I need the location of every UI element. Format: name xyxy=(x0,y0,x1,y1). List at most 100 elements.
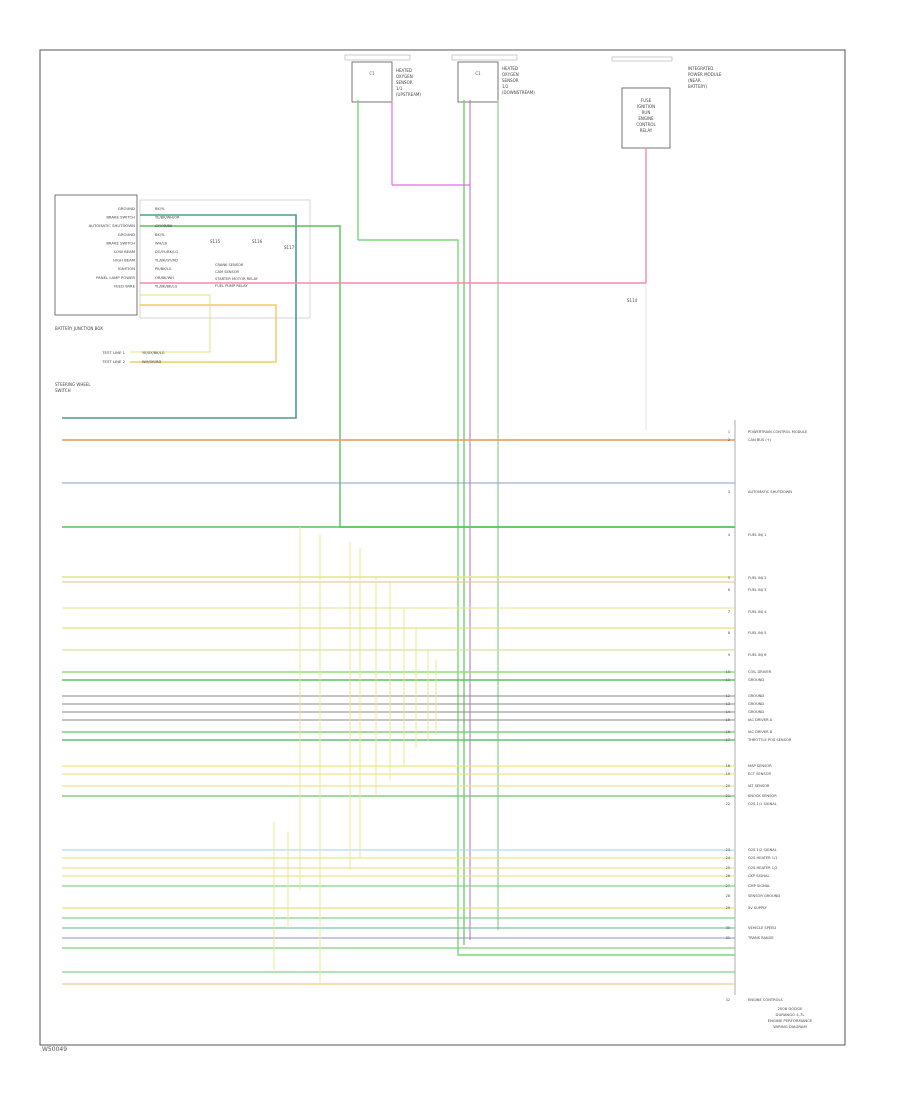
pcm-pin-label: FUEL INJ 6 xyxy=(748,653,767,657)
fuse-bracket xyxy=(611,56,673,62)
pcm-pin-number: 26 xyxy=(726,874,730,878)
sub-wire-label: WH/OR/RD xyxy=(142,360,162,364)
sensor-2-bracket xyxy=(451,54,518,61)
left-module-frame xyxy=(139,199,311,319)
sensor-1-label-line: SENSOR xyxy=(396,80,413,85)
pcm-pin-number: 15 xyxy=(726,718,730,722)
pcm-pin-number: 5 xyxy=(728,576,730,580)
pcm-pin-label: SENSOR GROUND xyxy=(748,894,780,898)
pcm-pin-label: FUEL INJ 3 xyxy=(748,588,766,592)
pcm-pin-label: O2S 1/1 SIGNAL xyxy=(748,802,777,806)
pcm-pin-number: 3 xyxy=(728,490,730,494)
pcm-pin-number: 19 xyxy=(726,772,730,776)
splice-label: S116 xyxy=(252,239,263,244)
pcm-pin-label: O2S HEATER 1/2 xyxy=(748,866,778,870)
pcm-pin-number: 7 xyxy=(728,610,730,614)
oxygen-sensor-1: C1 xyxy=(344,54,411,103)
sensor-1-ground xyxy=(358,239,735,956)
sub-wire-label: YE/GY/BK/LG xyxy=(142,351,165,355)
pcm-pin-number: 17 xyxy=(726,738,730,742)
sub-pin-label: TEST LINE 1 xyxy=(101,350,125,355)
left-note: FUEL PUMP RELAY xyxy=(215,284,248,288)
pcm-pin-number: 4 xyxy=(728,533,730,537)
sensor-1-bracket xyxy=(344,54,411,61)
sensor-1-label-line: HEATED xyxy=(396,68,412,73)
diagram-border xyxy=(39,49,846,1046)
left-module-box xyxy=(54,194,138,316)
pcm-pin-number: 32 xyxy=(726,998,730,1002)
pcm-pin-label: CKP SIGNAL xyxy=(748,874,769,878)
svg-text:C1: C1 xyxy=(475,71,481,76)
pcm-pin-label: O2S 1/2 SIGNAL xyxy=(748,848,777,852)
pcm-pin-label: GROUND xyxy=(748,678,764,682)
pcm-pin-label: CAN BUS (+) xyxy=(748,438,772,442)
pcm-pin-label: GROUND xyxy=(748,694,764,698)
left-pin-label: GROUND xyxy=(118,206,135,211)
diagram-title-line: WIRING DIAGRAM xyxy=(773,1024,807,1029)
pcm-pin-number: 30 xyxy=(726,926,730,930)
pcm-pin-label: IAC DRIVER A xyxy=(748,718,773,722)
switch-label: SWITCH xyxy=(55,388,71,393)
fuse-label-line: IGNITION xyxy=(637,104,655,109)
sensor-2-label-line: 1/2 xyxy=(502,84,509,89)
pcm-pin-label: CMP SIGNAL xyxy=(748,884,770,888)
pcm-pin-label: AUTOMATIC SHUTDOWN xyxy=(748,490,792,494)
text-layer: HEATEDOXYGENSENSOR1/1(UPSTREAM)HEATEDOXY… xyxy=(55,66,813,1029)
pcm-pin-label: COIL DRIVER xyxy=(748,670,772,674)
fuse-location-line: POWER MODULE xyxy=(688,72,722,77)
pcm-pin-label: 5V SUPPLY xyxy=(748,906,768,910)
pcm-pin-number: 13 xyxy=(726,702,730,706)
left-wire-label: YL/BK/BK/LG xyxy=(155,284,177,288)
pcm-pin-number: 18 xyxy=(726,764,730,768)
fuse-label-line: CONTROL xyxy=(636,122,656,127)
left-pin-label: PANEL LAMP POWER xyxy=(96,275,135,280)
sensor-1-label-line: 1/1 xyxy=(396,86,403,91)
fuse-label-line: RUN xyxy=(642,110,651,115)
left-wire-label: PK/BK/LG xyxy=(155,267,172,271)
sensor-2-label-line: HEATED xyxy=(502,66,518,71)
sensor-2-label-line: SENSOR xyxy=(502,78,519,83)
left-pin-label: BRAKE SWITCH xyxy=(106,240,135,245)
sensor-1-label-line: (UPSTREAM) xyxy=(396,92,421,97)
pcm-pin-label: GROUND xyxy=(748,702,764,706)
pcm-pin-number: 20 xyxy=(726,784,730,788)
splice-label: S114 xyxy=(627,298,638,303)
pcm-pin-number: 11 xyxy=(726,678,730,682)
pcm-pin-number: 10 xyxy=(726,670,730,674)
pcm-pin-label: IAT SENSOR xyxy=(748,784,770,788)
battery-box-label: BATTERY JUNCTION BOX xyxy=(55,326,103,331)
bus-wire-teal xyxy=(62,214,297,419)
pcm-pin-number: 28 xyxy=(726,894,730,898)
pcm-pin-label: POWERTRAIN CONTROL MODULE xyxy=(748,430,808,434)
pcm-pin-number: 22 xyxy=(726,802,730,806)
pcm-pin-number: 1 xyxy=(728,430,730,434)
left-pin-label: IGNITION xyxy=(118,266,135,271)
left-pin-label: LOW BEAM xyxy=(114,249,135,254)
left-wire-label: DG/YL/BK/LG xyxy=(155,250,178,254)
left-note: CAM SENSOR xyxy=(215,270,240,274)
pcm-pin-label: MAP SENSOR xyxy=(748,764,772,768)
fuse-location-line: BATTERY) xyxy=(688,84,707,89)
fuse-location-line: INTEGRATED xyxy=(688,66,713,71)
feed-wire xyxy=(130,294,211,353)
wire-layer xyxy=(62,100,735,985)
pcm-pin-number: 31 xyxy=(726,936,730,940)
pcm-pin-label: VEHICLE SPEED xyxy=(748,926,776,930)
sensor-1-label-line: OXYGEN xyxy=(396,74,413,79)
pcm-pin-label: TRANS RANGE xyxy=(747,936,774,940)
pcm-pin-label: THROTTLE POS SENSOR xyxy=(747,738,792,742)
pcm-pin-label: ENGINE CONTROLS xyxy=(748,998,783,1002)
left-pin-label: AUTOMATIC SHUTDOWN xyxy=(89,223,136,228)
pcm-pin-label: ECT SENSOR xyxy=(748,772,771,776)
pcm-pin-number: 9 xyxy=(728,653,730,657)
pcm-pin-label: KNOCK SENSOR xyxy=(748,794,777,798)
pcm-pin-label: O2S HEATER 1/1 xyxy=(748,856,778,860)
pcm-pin-number: 29 xyxy=(726,906,730,910)
diagram-title-line: DURANGO 4.7L xyxy=(776,1012,806,1017)
left-wire-label: OR/BK/WH xyxy=(155,276,174,280)
pcm-pin-label: IAC DRIVER B xyxy=(748,730,773,734)
pcm-pin-label: GROUND xyxy=(748,710,764,714)
pcm-pin-number: 24 xyxy=(726,856,730,860)
